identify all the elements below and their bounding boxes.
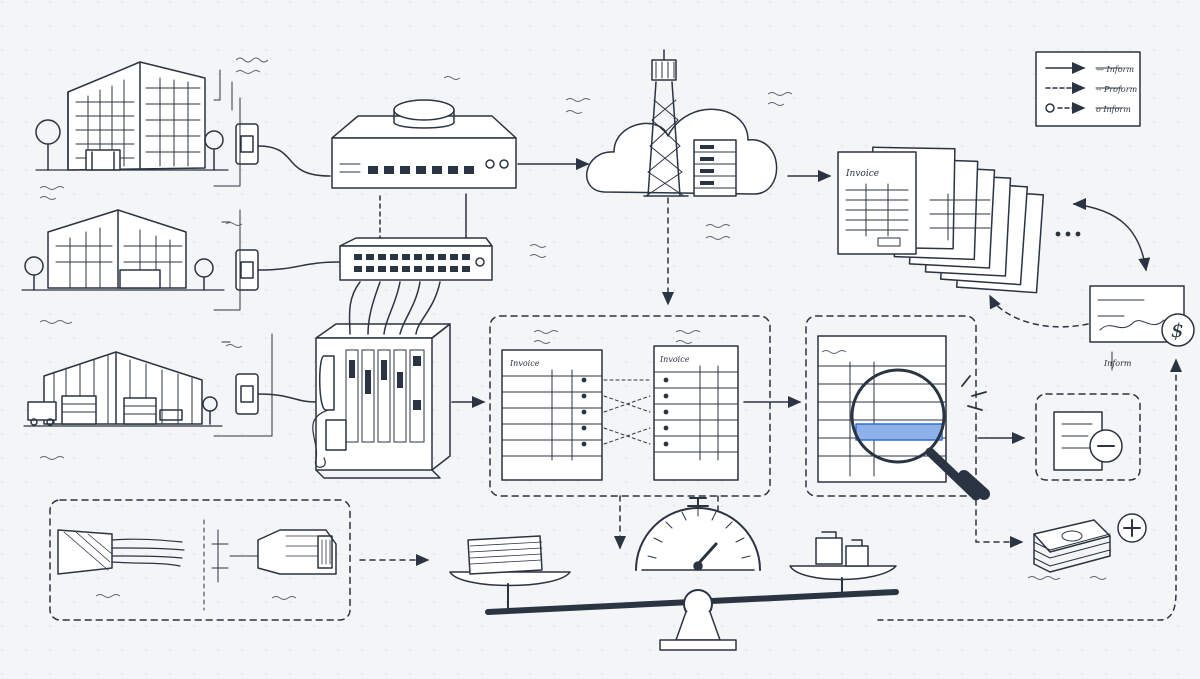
balance-scale-icon xyxy=(449,497,899,651)
minus-icon xyxy=(1089,429,1123,463)
magnifier-icon xyxy=(850,368,990,501)
wall-jack-icon xyxy=(235,123,259,415)
dollar-icon: $ xyxy=(1161,313,1195,347)
cell-tower-icon xyxy=(643,49,689,197)
audit-table xyxy=(817,335,947,483)
warehouse-icon xyxy=(23,351,223,427)
plus-icon xyxy=(1117,513,1147,543)
svg-text:$: $ xyxy=(1171,318,1184,342)
check-note-label: Inform xyxy=(1103,359,1132,368)
rj45-connector-icon xyxy=(257,529,337,575)
factory-building-icon xyxy=(21,209,225,291)
credit-box xyxy=(1035,393,1141,481)
office-building-icon xyxy=(35,61,229,171)
ellipsis-dots xyxy=(1055,231,1081,237)
legend-box xyxy=(1035,51,1141,127)
network-switch-icon xyxy=(339,237,493,281)
table-left-title: Invoice xyxy=(509,359,540,368)
arrow-return-loop xyxy=(877,358,1182,621)
legend-circle-label: o Inform xyxy=(1096,105,1131,114)
highlight-row xyxy=(855,423,943,441)
arrow-invoices-to-check xyxy=(1073,203,1151,272)
audit-box xyxy=(805,315,977,497)
sparkle-lines xyxy=(961,375,987,411)
scribble-annotations xyxy=(39,57,1107,600)
table-right-title: Invoice xyxy=(659,355,690,364)
match-dots xyxy=(581,377,669,447)
legend-solid-label: — Inform xyxy=(1096,65,1134,74)
arrow-audit-to-cash xyxy=(975,489,1024,548)
network-router-icon xyxy=(331,99,517,189)
server-icon xyxy=(693,139,737,197)
annotation-brackets xyxy=(213,69,273,437)
pbx-cabinet-icon xyxy=(312,323,451,479)
table-left xyxy=(501,349,603,481)
legend-dashed-label: -- Proform xyxy=(1096,85,1138,94)
match-lines xyxy=(603,379,651,445)
cash-stack-icon xyxy=(1033,519,1111,573)
cable-icon xyxy=(57,529,185,575)
invoice-stack-icon xyxy=(837,146,1045,294)
cable-detail-box xyxy=(49,499,351,621)
arrow-check-to-invoices xyxy=(989,294,1089,328)
invoice-stack-label: Invoice xyxy=(845,169,879,179)
reconciliation-box xyxy=(489,315,771,497)
